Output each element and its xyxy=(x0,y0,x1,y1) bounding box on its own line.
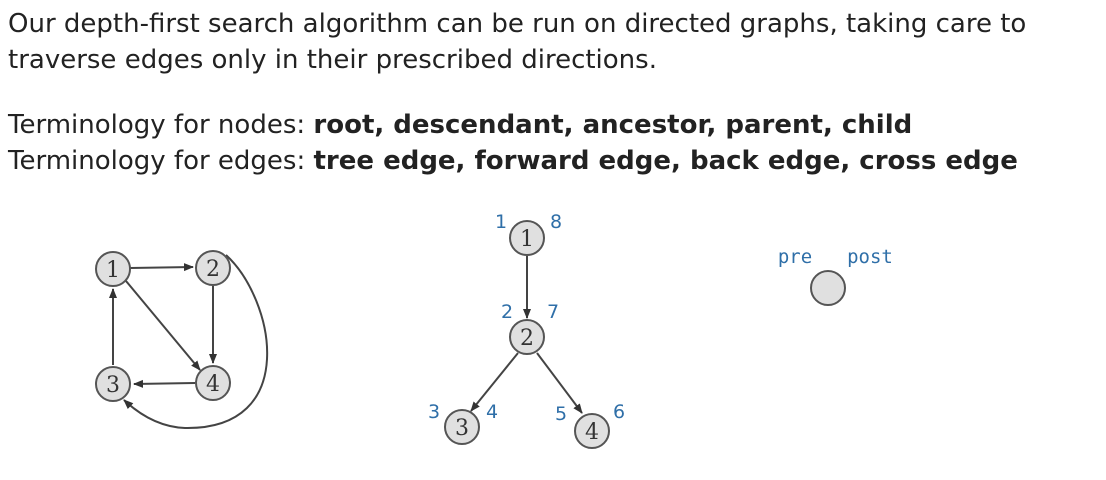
tree-node-3-label: 3 xyxy=(455,416,469,441)
edge-terminology-terms: tree edge, forward edge, back edge, cros… xyxy=(313,146,1018,176)
graph-node-4-label: 4 xyxy=(206,372,220,397)
graph-edge-1-2 xyxy=(129,263,194,272)
directed-graph: 1 2 3 4 xyxy=(95,250,268,430)
intro-paragraph: Our depth-first search algorithm can be … xyxy=(8,9,1027,75)
graph-node-1: 1 xyxy=(95,251,131,287)
tree-node-4-post: 6 xyxy=(613,401,625,423)
node-terminology-label: Terminology for nodes: xyxy=(8,110,314,140)
edge-terminology-label: Terminology for edges: xyxy=(8,146,314,176)
edge-terminology-line: Terminology for edges: tree edge, forwar… xyxy=(8,143,1098,179)
legend-pre-label: pre xyxy=(778,246,812,268)
tree-edge-2-4 xyxy=(536,352,583,414)
graph-node-1-label: 1 xyxy=(106,258,120,283)
tree-node-1-label: 1 xyxy=(520,227,534,252)
pre-post-legend: pre post xyxy=(778,246,893,306)
tree-node-1-pre: 1 xyxy=(495,211,507,233)
tree-node-2: 2 2 7 xyxy=(501,301,559,355)
tree-node-1: 1 1 8 xyxy=(495,211,562,256)
graph-edge-2-3 xyxy=(123,254,268,430)
tree-node-3: 3 3 4 xyxy=(428,401,498,445)
tree-node-3-post: 4 xyxy=(486,401,498,423)
tree-node-1-post: 8 xyxy=(550,211,562,233)
node-terminology-line: Terminology for nodes: root, descendant,… xyxy=(8,107,1098,143)
node-terminology-terms: root, descendant, ancestor, parent, chil… xyxy=(313,110,913,140)
graph-node-3-label: 3 xyxy=(106,373,120,398)
tree-node-2-pre: 2 xyxy=(501,301,513,323)
tree-node-4-label: 4 xyxy=(585,420,599,445)
tree-edge-2-3 xyxy=(470,352,519,412)
dfs-tree: 1 1 8 2 2 7 3 3 4 4 5 6 xyxy=(428,211,625,449)
tree-node-4-pre: 5 xyxy=(555,403,567,425)
graph-node-2-label: 2 xyxy=(206,257,220,282)
graph-edge-4-3 xyxy=(133,379,196,388)
graph-edge-1-4 xyxy=(125,280,201,371)
terminology-block: Terminology for nodes: root, descendant,… xyxy=(8,107,1098,179)
graph-node-4: 4 xyxy=(195,365,231,401)
tree-node-2-label: 2 xyxy=(520,326,534,351)
graph-node-3: 3 xyxy=(95,366,131,402)
tree-node-3-pre: 3 xyxy=(428,401,440,423)
tree-node-4: 4 5 6 xyxy=(555,401,625,449)
legend-post-label: post xyxy=(847,246,893,268)
graph-node-2: 2 xyxy=(195,250,231,286)
legend-node xyxy=(810,270,846,306)
tree-node-2-post: 7 xyxy=(547,301,559,323)
